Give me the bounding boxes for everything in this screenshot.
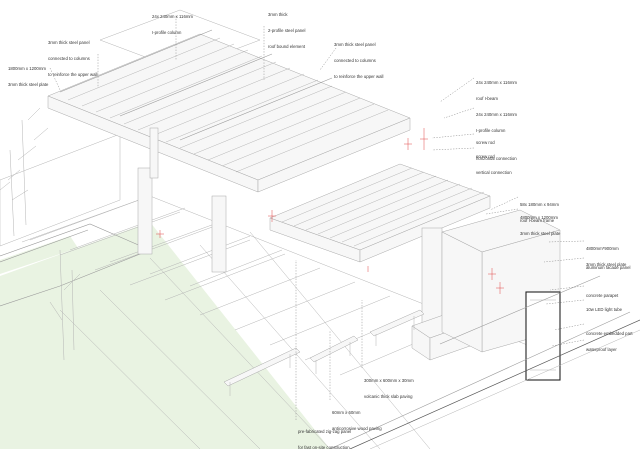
- label-line: connected to columns: [48, 56, 90, 62]
- bench-3: [369, 309, 425, 337]
- label-line: 10w LED light tube: [586, 307, 623, 313]
- label-line: anticorrosive wood paving: [332, 426, 382, 432]
- label-line: roof I-beam frame: [520, 218, 555, 224]
- label-embedded: concrete embedded part: [586, 321, 633, 342]
- facade-base-line: [439, 275, 601, 345]
- label-led: 10w LED light tube: [586, 297, 622, 318]
- label-screw-vertical: screw rod vertical connection: [476, 144, 512, 180]
- label-i-profile-right: 24x 240mm x 116mm I-profile column: [476, 102, 517, 138]
- label-line: roof I-beam: [476, 96, 498, 102]
- label-plate-right: 4800mm x 1200mm 3mm thick steel plate: [520, 205, 560, 241]
- label-line: 60mm x 60mm: [332, 410, 361, 416]
- label-facade-panel: aluminum facade panel: [586, 255, 630, 276]
- label-line: horizontal connection: [476, 156, 517, 162]
- label-line: 2-profile steel panel: [268, 28, 306, 34]
- kerb-line-2: [329, 311, 631, 449]
- label-line: screw rod: [476, 140, 495, 146]
- label-line: 3mm thick steel plate: [8, 82, 49, 88]
- label-screw-horizontal: screw rod horizontal connection: [476, 130, 517, 166]
- label-channel-steel: 3mm thick 2-profile steel panel roof bou…: [268, 2, 306, 54]
- kerb-line-3: [369, 329, 640, 449]
- label-roof-ibeam: 24x 240mm x 116mm roof I-beam: [476, 70, 517, 106]
- label-line: roof bound element: [268, 43, 306, 49]
- label-line: 3mm thick steel plate: [586, 262, 627, 268]
- paving-grid: [21, 195, 541, 449]
- leader-lines: [49, 16, 585, 420]
- label-line: 3mm thick steel panel: [48, 40, 90, 46]
- label-slab-paving: 300mm x 600mm x 30mm volcanic thick slab…: [364, 368, 414, 404]
- label-line: volcanic thick slab paving: [364, 394, 413, 400]
- label-line: aluminum facade panel: [586, 265, 631, 271]
- label-zigzag-panel: pre-fabricated zig-zag panel for fast on…: [298, 419, 351, 455]
- label-line: 300mm x 600mm x 30mm: [364, 378, 414, 384]
- label-line: 1800mm x 1200mm: [8, 66, 46, 72]
- label-line: 24x 240mm x 116mm: [152, 14, 193, 20]
- columns: [137, 127, 227, 273]
- facade-wall: [441, 209, 561, 381]
- label-plate-left: 1800mm x 1200mm 3mm thick steel plate: [8, 56, 48, 92]
- label-line: for fast on-site construction: [298, 445, 350, 451]
- label-line: 58x 180mm x 94mm: [520, 202, 559, 208]
- lawn-area: [0, 222, 330, 449]
- label-i-profile-column: 24x 240mm x 116mm I-profile column: [152, 4, 193, 40]
- label-line: connected to columns: [334, 58, 376, 64]
- tree-sketches: [0, 107, 81, 361]
- bench-2: [309, 335, 359, 363]
- label-line: I-profile column: [476, 128, 506, 134]
- label-steel-plate-4800: 4800mm*900mm 3mm thick steel plate: [586, 236, 626, 272]
- column-right: [421, 227, 443, 329]
- kerb-line: [349, 319, 640, 449]
- benches: [223, 309, 425, 396]
- rear-wall: [0, 133, 121, 247]
- label-wood-paving: 60mm x 60mm anticorrosive wood paving: [332, 400, 382, 436]
- label-line: waterproof layer: [586, 347, 617, 353]
- label-line: to reinforce the upper wall: [48, 71, 98, 77]
- lawn-strip: [0, 236, 78, 274]
- label-waterproof: waterproof layer: [586, 337, 617, 358]
- label-line: screw rod: [476, 154, 495, 160]
- label-line: 4800mm*900mm: [586, 246, 619, 252]
- label-line: concrete parapet: [586, 293, 619, 299]
- label-line: 3mm thick steel plate: [520, 231, 561, 237]
- column-mid: [211, 195, 227, 273]
- label-line: 3mm thick: [268, 12, 288, 18]
- bench-1: [223, 347, 301, 387]
- label-line: 24x 240mm x 116mm: [476, 80, 517, 86]
- column-back: [149, 127, 159, 179]
- led-light-box: [525, 291, 561, 381]
- planter-edge-inner: [0, 229, 89, 263]
- label-parapet: concrete parapet: [586, 283, 618, 304]
- label-line: to reinforce the upper wall: [334, 73, 384, 79]
- label-line: I-profile column: [152, 30, 182, 36]
- label-line: 3mm thick steel panel: [334, 42, 376, 48]
- label-panel-upper-right: 3mm thick steel panel connected to colum…: [334, 32, 383, 84]
- label-roof-ibeam-frame: 58x 180mm x 94mm roof I-beam frame: [520, 192, 559, 228]
- roof-side-face: [257, 117, 411, 193]
- column-left: [137, 167, 153, 255]
- label-line: concrete embedded part: [586, 331, 633, 337]
- facade-front: [441, 231, 483, 353]
- label-line: 4800mm x 1200mm: [520, 215, 558, 221]
- label-line: 24x 240mm x 116mm: [476, 112, 517, 118]
- label-line: vertical connection: [476, 170, 512, 176]
- label-line: pre-fabricated zig-zag panel: [298, 429, 352, 435]
- label-panel-upper-left: 3mm thick steel panel connected to colum…: [48, 30, 97, 82]
